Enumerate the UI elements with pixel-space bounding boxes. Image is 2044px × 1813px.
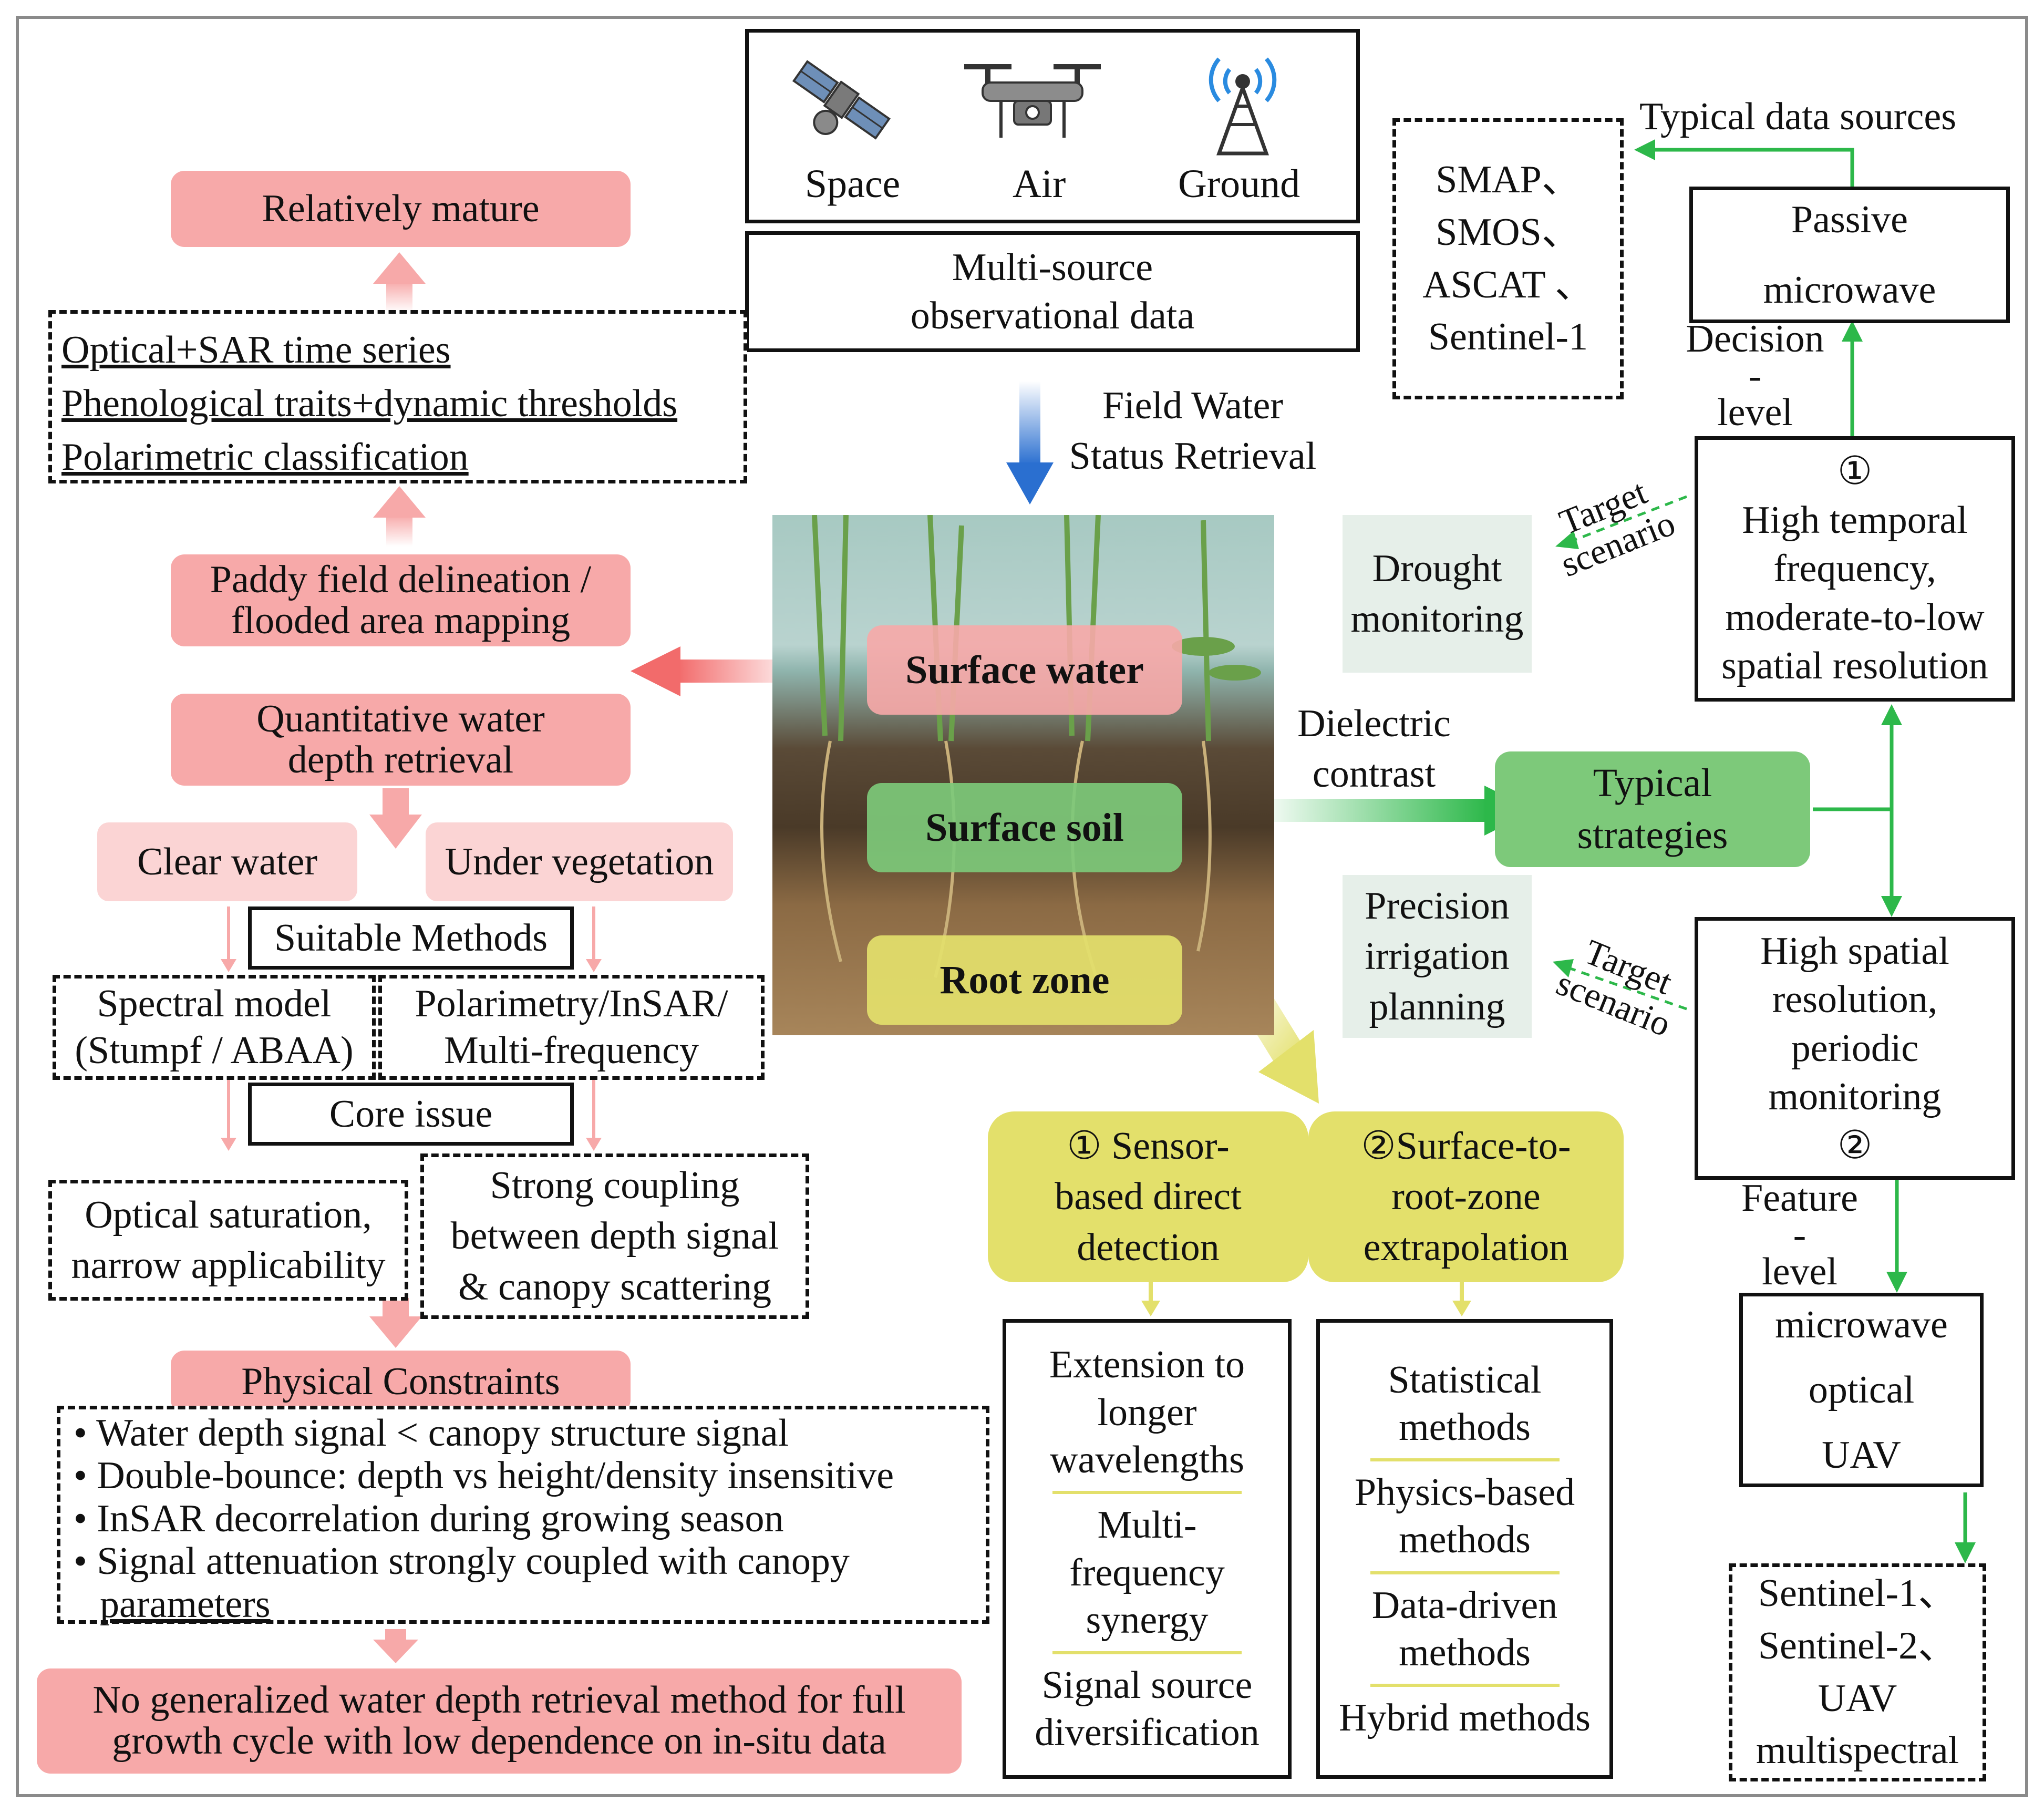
yellow-small-arrows <box>1141 1282 1471 1316</box>
list-separator <box>1052 1491 1242 1495</box>
constraint-item: parameters <box>100 1582 271 1626</box>
thin-pink-connectors <box>221 906 602 1151</box>
platform-labels: Space Air Ground <box>749 159 1356 209</box>
approach-2-list: Statistical methods Physics-based method… <box>1316 1319 1613 1779</box>
ground-label: Ground <box>1178 162 1300 206</box>
mature-methods-list: Optical+SAR time series Phenological tra… <box>48 310 747 483</box>
sentinel-list-box: Sentinel-1、 Sentinel-2、 UAV multispectra… <box>1729 1563 1986 1781</box>
strategy-2-box: High spatial resolution, periodic monito… <box>1695 917 2015 1180</box>
typical-strategies-box: Typical strategies <box>1495 751 1810 867</box>
air-label: Air <box>1012 162 1066 206</box>
methods-item: Polarimetric classification <box>61 436 469 479</box>
relatively-mature-box: Relatively mature <box>171 171 631 247</box>
clear-water-box: Clear water <box>97 822 357 901</box>
list-separator <box>1370 1571 1560 1574</box>
constraint-item: • InSAR decorrelation during growing sea… <box>74 1497 784 1540</box>
under-vegetation-box: Under vegetation <box>426 822 733 901</box>
drone-icon <box>954 54 1111 153</box>
paddy-delineation-box: Paddy field delineation / flooded area m… <box>171 554 631 646</box>
approach-2-box: ②Surface-to- root-zone extrapolation <box>1308 1111 1624 1282</box>
blue-down-arrow <box>1006 381 1054 504</box>
fusion-box: microwave optical UAV <box>1739 1293 1984 1487</box>
strong-coupling-box: Strong coupling between depth signal & c… <box>420 1153 809 1319</box>
surface-soil-label: Surface soil <box>867 783 1182 872</box>
multi-source-line1: Multi-source <box>952 245 1153 289</box>
green-connectors <box>1650 148 1967 1550</box>
strategy-1-box: ① High temporal frequency, moderate-to-l… <box>1695 436 2015 702</box>
passive-microwave-box: Passive microwave <box>1689 187 2010 323</box>
feature-level-label: Feature - level <box>1741 1176 1858 1294</box>
list-separator <box>1370 1684 1560 1687</box>
core-issue-box: Core issue <box>248 1083 574 1146</box>
physical-constraints-box: Physical Constraints <box>171 1351 631 1414</box>
green-arrowheads <box>1634 139 1976 1563</box>
field-water-retrieval-label: Field Water Status Retrieval <box>1069 384 1317 478</box>
polarimetry-box: Polarimetry/InSAR/ Multi-frequency <box>378 975 765 1080</box>
target-scenario-arrows <box>1565 495 1687 1011</box>
target-scenario-heads <box>1553 531 1579 977</box>
approach-1-list: Extension to longer wavelengths Multi- f… <box>1003 1319 1292 1779</box>
suitable-methods-box: Suitable Methods <box>248 906 574 970</box>
drought-monitoring-box: Drought monitoring <box>1343 515 1532 673</box>
quantitative-depth-box: Quantitative water depth retrieval <box>171 694 631 786</box>
constraint-item: • Signal attenuation strongly coupled wi… <box>74 1540 850 1583</box>
outer-frame <box>16 16 2028 1797</box>
approach-1-box: ① Sensor- based direct detection <box>988 1111 1308 1282</box>
list-separator <box>1370 1458 1560 1462</box>
conclusion-box: No generalized water depth retrieval met… <box>37 1668 962 1774</box>
precision-irrigation-box: Precision irrigation planning <box>1343 875 1532 1038</box>
satellite-icon <box>780 43 901 159</box>
optical-saturation-box: Optical saturation, narrow applicability <box>48 1180 408 1301</box>
space-label: Space <box>804 162 901 206</box>
platforms-box: Space Air Ground <box>745 29 1360 223</box>
dielectric-contrast-label: Dielectric contrast <box>1297 702 1451 796</box>
constraint-item: • Water depth signal < canopy structure … <box>74 1412 789 1455</box>
list-separator <box>1052 1651 1242 1655</box>
methods-item: Phenological traits+dynamic thresholds <box>61 382 678 426</box>
typical-data-sources-label: Typical data sources <box>1639 95 1957 138</box>
constraint-item: • Double-bounce: depth vs height/density… <box>74 1454 894 1498</box>
sources-list-box: SMAP、 SMOS、 ASCAT 、 Sentinel-1 <box>1392 118 1624 399</box>
constraints-list: • Water depth signal < canopy structure … <box>57 1406 989 1626</box>
pink-up-arrows <box>373 252 426 547</box>
spectral-model-box: Spectral model (Stumpf / ABAA) <box>53 975 376 1080</box>
pink-down-arrows <box>369 788 422 1663</box>
methods-item: Optical+SAR time series <box>61 328 451 372</box>
root-zone-label: Root zone <box>867 935 1182 1025</box>
decision-level-label: Decision - level <box>1686 317 1824 435</box>
multi-source-box: Multi-source observational data <box>745 231 1360 352</box>
multi-source-line2: observational data <box>910 294 1195 337</box>
antenna-tower-icon <box>1190 46 1295 156</box>
surface-water-label: Surface water <box>867 625 1182 715</box>
